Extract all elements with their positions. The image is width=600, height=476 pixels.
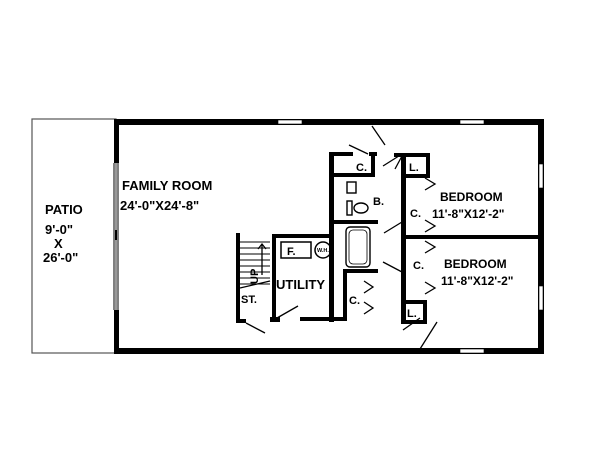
wall-left-top — [114, 119, 119, 163]
wall-utility-bottom — [300, 317, 347, 321]
bifold-utilcloset-top — [363, 280, 375, 294]
bifold-utilcloset-bottom — [363, 301, 375, 315]
bedroom-1-closet-label: C. — [410, 208, 421, 220]
water-heater-label: W.H. — [317, 248, 329, 254]
toilet-bowl-icon — [353, 202, 369, 214]
door-swing-linen — [402, 317, 421, 331]
stair-name: ST. — [241, 294, 257, 306]
wall-bath-bottom — [334, 220, 378, 224]
wall-hallcloset-right — [371, 152, 375, 176]
door-swing-bed1 — [383, 221, 403, 234]
exterior-walls — [114, 119, 544, 354]
stair-direction: UP — [249, 269, 261, 284]
bedroom-2-closet-label: C. — [413, 260, 424, 272]
door-swing-hallcloset — [348, 144, 369, 155]
stair-break-line — [239, 280, 271, 289]
bifold-bed2-bottom — [424, 281, 437, 295]
bathtub-icon — [345, 226, 371, 268]
wall-bottom — [114, 348, 544, 354]
window-bedroom2-bottom — [459, 348, 485, 354]
patio-dim-1: 9'-0" — [45, 222, 73, 237]
water-heater-icon — [314, 241, 332, 259]
windows — [277, 119, 544, 354]
door-swing-bath — [382, 153, 403, 167]
wall-closet-left — [343, 269, 347, 321]
wall-top — [114, 119, 544, 125]
wall-utility-corner — [270, 317, 280, 322]
door-swings — [245, 125, 438, 350]
bedroom-2-name: BEDROOM — [444, 257, 507, 271]
wall-stair-left — [236, 233, 240, 323]
wall-right — [538, 119, 544, 354]
family-room-dims: 24'-0"X24'-8" — [120, 198, 199, 213]
interior-walls — [236, 152, 540, 324]
patio-dim-x: X — [54, 236, 63, 251]
furnace-label: F. — [287, 246, 296, 258]
utility-name: UTILITY — [276, 277, 325, 292]
hall-closet-label: C. — [356, 162, 367, 174]
wall-linen-top — [394, 153, 430, 157]
utility-closet-label: C. — [349, 295, 360, 307]
bath-fixtures — [345, 181, 371, 268]
window-bedroom2-right — [538, 285, 544, 311]
toilet-tank-icon — [346, 200, 353, 216]
wall-tub-bottom — [346, 269, 378, 273]
wall-linen-top-bottom — [401, 174, 430, 178]
labels: PATIO 9'-0" X 26'-0" FAMILY ROOM 24'-0"X… — [43, 162, 513, 320]
bifold-bed1-top — [424, 177, 437, 191]
door-swing-bath2 — [394, 155, 403, 170]
family-room-name: FAMILY ROOM — [122, 178, 212, 193]
bedroom-2-dims: 11'-8"X12'-2" — [441, 274, 513, 288]
wall-hallcloset-top — [329, 152, 353, 156]
linen-top-label: L. — [409, 162, 419, 174]
bifold-bed1-bottom — [424, 219, 437, 233]
window-family-top — [277, 119, 303, 125]
sink-icon — [346, 181, 357, 194]
wall-left-bottom — [114, 310, 119, 354]
wall-stair-bottom — [236, 319, 246, 323]
stair — [239, 241, 271, 289]
bath-name: B. — [373, 196, 384, 208]
door-swing-bed2 — [382, 261, 403, 273]
sliding-door — [113, 163, 119, 310]
wall-linen-bottom-right — [423, 300, 427, 322]
linen-bottom-label: L. — [407, 308, 417, 320]
wall-utility-top — [272, 234, 334, 238]
door-swing-stair — [245, 322, 266, 334]
furnace-icon — [280, 241, 312, 259]
patio-dim-2: 26'-0" — [43, 250, 78, 265]
wall-hallcloset-bottom — [334, 173, 375, 177]
door-swing-bed2-bottom — [419, 321, 438, 350]
wall-linen-top-right — [426, 153, 430, 175]
patio-name: PATIO — [45, 202, 83, 217]
wall-linen-bottom-top — [401, 300, 427, 304]
door-swing-hall — [371, 125, 386, 146]
bathtub-inner — [348, 229, 368, 265]
wall-bedroom-divider — [401, 235, 540, 239]
utility-fixtures — [280, 241, 332, 259]
wall-utility-left — [272, 234, 276, 322]
bifold-bed2-top — [424, 240, 437, 254]
door-swing-utility — [276, 305, 299, 319]
window-bedroom1-right — [538, 163, 544, 189]
window-bedroom1-top — [459, 119, 485, 125]
bedroom-1-dims: 11'-8"X12'-2" — [432, 207, 504, 221]
bedroom-1-name: BEDROOM — [440, 190, 503, 204]
